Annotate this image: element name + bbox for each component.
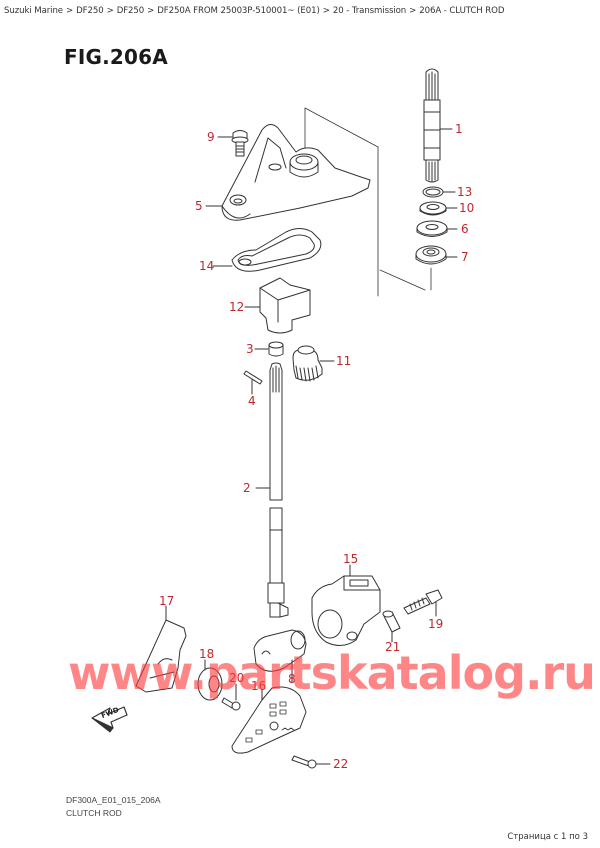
part-2-clutch-rod xyxy=(255,362,289,618)
part-8-coupler xyxy=(253,629,307,683)
callout-17[interactable]: 17 xyxy=(159,594,175,608)
part-20-bolt xyxy=(221,683,241,711)
breadcrumb-item-transmission[interactable]: 20 - Transmission xyxy=(332,6,407,16)
callout-22[interactable]: 22 xyxy=(333,757,349,771)
callout-13[interactable]: 13 xyxy=(457,185,473,199)
breadcrumb-separator: > xyxy=(322,6,330,16)
callout-21[interactable]: 21 xyxy=(385,640,401,654)
breadcrumb-item-suzuki-marine[interactable]: Suzuki Marine xyxy=(4,6,63,16)
callout-18[interactable]: 18 xyxy=(199,647,215,661)
part-22-screw xyxy=(291,755,331,769)
part-14-gasket xyxy=(212,228,322,272)
part-7-bearing xyxy=(415,245,458,265)
part-12-block xyxy=(244,277,311,334)
callout-11[interactable]: 11 xyxy=(336,354,352,368)
callout-5[interactable]: 5 xyxy=(195,199,203,213)
callout-1[interactable]: 1 xyxy=(455,122,463,136)
breadcrumb-separator: > xyxy=(409,6,417,16)
callout-4[interactable]: 4 xyxy=(248,394,256,408)
page-indicator: Страница с 1 по 3 xyxy=(507,832,588,842)
figure-code: DF300A_E01_015_206A xyxy=(66,795,161,805)
breadcrumb-item-df250[interactable]: DF250 xyxy=(76,6,104,16)
part-3-sleeve xyxy=(254,341,284,357)
callout-19[interactable]: 19 xyxy=(428,617,444,631)
breadcrumb: Suzuki Marine>DF250>DF250>DF250A FROM 25… xyxy=(4,6,504,16)
part-11-gear xyxy=(292,345,335,382)
callout-14[interactable]: 14 xyxy=(199,259,215,273)
breadcrumb-separator: > xyxy=(106,6,114,16)
part-5-housing xyxy=(205,124,371,221)
part-4-pin xyxy=(243,370,263,395)
breadcrumb-separator: > xyxy=(66,6,74,16)
part-9-bolt xyxy=(217,130,249,157)
part-18-collar xyxy=(197,659,223,701)
callout-9[interactable]: 9 xyxy=(207,130,215,144)
callout-3[interactable]: 3 xyxy=(246,342,254,356)
callout-15[interactable]: 15 xyxy=(343,552,359,566)
breadcrumb-item-df250a-serial[interactable]: DF250A FROM 25003P-510001~ (E01) xyxy=(157,6,320,16)
part-6-washer xyxy=(416,220,458,237)
callout-7[interactable]: 7 xyxy=(461,250,469,264)
figure-name: CLUTCH ROD xyxy=(66,808,122,818)
part-13-ring xyxy=(422,186,456,198)
part-1-shaft xyxy=(423,68,453,183)
breadcrumb-item-clutch-rod: 206A - CLUTCH ROD xyxy=(419,6,505,16)
part-16-cover xyxy=(231,686,307,754)
figure-title: FIG.206A xyxy=(64,45,168,69)
part-17-bracket xyxy=(135,605,187,693)
breadcrumb-separator: > xyxy=(147,6,155,16)
breadcrumb-item-df250-model[interactable]: DF250 xyxy=(116,6,145,16)
part-21-sleeve xyxy=(382,610,401,643)
callout-16[interactable]: 16 xyxy=(251,679,267,693)
fwd-arrow-icon xyxy=(91,706,128,733)
callout-20[interactable]: 20 xyxy=(229,671,245,685)
part-19-bolt xyxy=(403,589,443,617)
callout-10[interactable]: 10 xyxy=(459,201,475,215)
callout-12[interactable]: 12 xyxy=(229,300,245,314)
callout-8[interactable]: 8 xyxy=(288,672,296,686)
callout-2[interactable]: 2 xyxy=(243,481,251,495)
callout-6[interactable]: 6 xyxy=(461,222,469,236)
part-15-yoke xyxy=(311,564,381,646)
part-10-washer xyxy=(419,201,458,216)
